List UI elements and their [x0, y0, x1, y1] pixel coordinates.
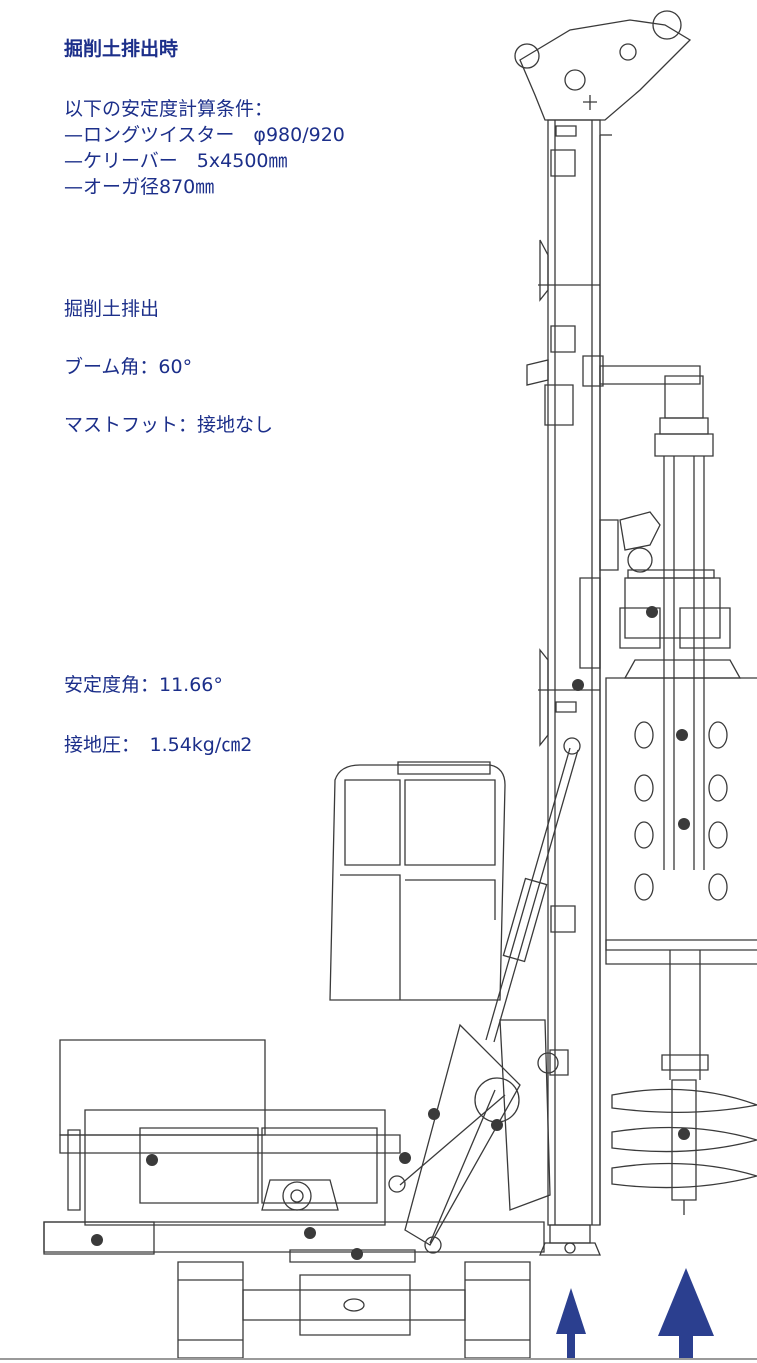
engine-housing: [44, 1040, 544, 1254]
turntable: [262, 1180, 415, 1262]
boom-angle-label: ブーム角：60°: [64, 356, 193, 378]
conditions-heading: 以下の安定度計算条件：: [64, 98, 274, 120]
mast-foot: [540, 1225, 600, 1255]
auger-reaction-arrow: [658, 1268, 714, 1360]
condition-item-kelly-bar: —ケリーバー 5x4500㎜: [64, 150, 288, 172]
stability-angle-label: 安定度角：11.66°: [64, 674, 223, 696]
pivot-dots: [91, 606, 690, 1260]
ground-line: [0, 1358, 757, 1360]
load-arrows: [556, 1268, 714, 1360]
crawler-tracks: [178, 1262, 530, 1358]
mast-foot-label: マストフット：接地なし: [64, 414, 274, 436]
condition-item-twister: —ロングツイスター φ980/920: [64, 124, 345, 146]
kelly-bar-head: [600, 366, 713, 870]
rotary-drive: [600, 512, 740, 678]
mast-foot-reaction-arrow: [556, 1288, 586, 1360]
boom-linkage: [389, 1020, 568, 1253]
ground-pressure-label: 接地圧： 1.54kg/㎝2: [64, 734, 253, 756]
mast-crown: [515, 11, 690, 120]
condition-item-auger: —オーガ径870㎜: [64, 176, 215, 198]
cab: [330, 762, 505, 1000]
mast: [527, 120, 612, 1225]
auger: [612, 1080, 757, 1215]
page-title: 掘削土排出時: [64, 38, 179, 60]
long-twister-casing: [606, 678, 757, 1080]
operation-label: 掘削土排出: [64, 298, 160, 320]
